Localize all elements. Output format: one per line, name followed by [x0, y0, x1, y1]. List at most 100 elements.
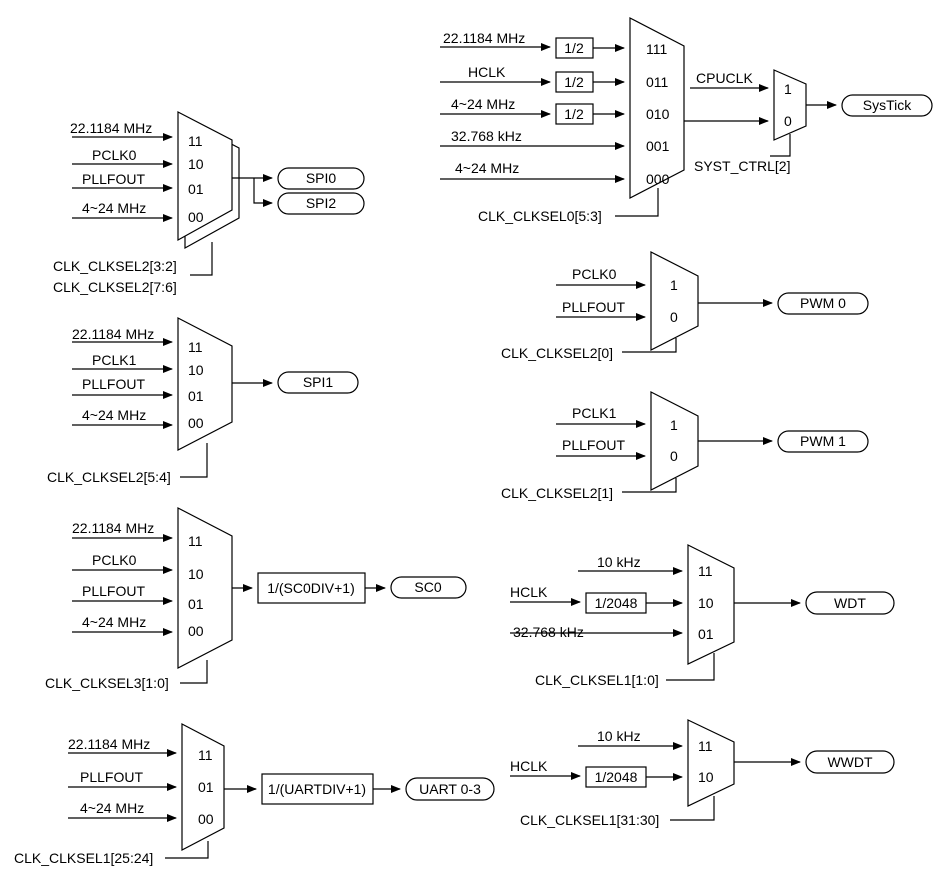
output-label: WDT [834, 595, 866, 611]
port-label: 10 [188, 566, 204, 582]
port-label: 0 [670, 448, 678, 464]
mux-shape [177, 507, 233, 669]
spi0-output [277, 167, 365, 190]
input-label: PCLK1 [572, 405, 617, 421]
port-label: 01 [188, 596, 204, 612]
port-label: 0 [784, 113, 792, 129]
input-label: 4~24 MHz [82, 200, 146, 216]
output-label: SPI0 [306, 170, 337, 186]
mux-shape [687, 544, 735, 665]
input-label: HCLK [468, 64, 506, 80]
port-label: 01 [698, 626, 714, 642]
mux-shape [687, 719, 735, 807]
input-label: PCLK0 [92, 147, 137, 163]
wwdt-output [805, 750, 895, 774]
divider-label: 1/(SC0DIV+1) [267, 580, 355, 596]
uart-clock-mux: 22.1184 MHz PLLFOUT 4~24 MHz 11 01 00 CL… [14, 723, 495, 866]
port-label: 10 [188, 156, 204, 172]
mux-shape [181, 723, 225, 851]
mux-shape [629, 17, 685, 199]
mux-shape [773, 69, 807, 141]
select-label: CLK_CLKSEL1[25:24] [14, 850, 153, 866]
input-label: 22.1184 MHz [68, 736, 150, 752]
port-label: 11 [698, 563, 713, 579]
port-label: 01 [188, 388, 204, 404]
input-label: 4~24 MHz [82, 407, 146, 423]
uart-output [405, 777, 495, 801]
port-label: 11 [198, 747, 213, 763]
port-label: 1 [670, 417, 678, 433]
input-label: PLLFOUT [80, 769, 143, 785]
mux-shape [177, 317, 233, 451]
input-label: PLLFOUT [562, 437, 625, 453]
systick-clock-mux: 22.1184 MHz HCLK 4~24 MHz 32.768 kHz 4~2… [440, 17, 769, 224]
input-label: 10 kHz [597, 554, 641, 570]
select-label: CLK_CLKSEL2[0] [501, 345, 613, 361]
input-label: 22.1184 MHz [443, 30, 525, 46]
input-label: HCLK [510, 584, 548, 600]
sc0-clock-mux: 22.1184 MHz PCLK0 PLLFOUT 4~24 MHz 11 10… [45, 507, 467, 691]
input-label: PLLFOUT [82, 376, 145, 392]
sc0-output [390, 576, 467, 599]
select-label: CLK_CLKSEL2[5:4] [47, 469, 171, 485]
select-label: CLK_CLKSEL1[31:30] [520, 812, 659, 828]
output-label: SysTick [863, 97, 912, 113]
output-label: SC0 [414, 579, 441, 595]
divider-label: 1/2 [564, 74, 584, 90]
input-label: 32.768 kHz [451, 128, 522, 144]
input-label: PCLK0 [572, 266, 617, 282]
port-label: 10 [188, 362, 204, 378]
port-label: 00 [188, 415, 204, 431]
port-label: 00 [188, 623, 204, 639]
input-label: PCLK1 [92, 352, 137, 368]
port-label: 11 [698, 738, 713, 754]
select-label: SYST_CTRL[2] [694, 158, 790, 174]
input-label: 22.1184 MHz [72, 326, 154, 342]
input-label: PLLFOUT [562, 299, 625, 315]
input-label: PLLFOUT [82, 583, 145, 599]
input-label: 4~24 MHz [82, 614, 146, 630]
select-label: CLK_CLKSEL2[7:6] [53, 279, 177, 295]
port-label: 01 [188, 181, 204, 197]
mux-shape [177, 111, 233, 242]
port-label: 11 [188, 339, 203, 355]
mux-shape [650, 251, 699, 351]
port-label: 10 [698, 595, 714, 611]
input-label: HCLK [510, 758, 548, 774]
input-label: PCLK0 [92, 552, 137, 568]
divider-label: 1/(UARTDIV+1) [268, 781, 366, 797]
port-label: 1 [784, 81, 792, 97]
mux-shape [650, 391, 699, 491]
spi1-clock-mux: 22.1184 MHz PCLK1 PLLFOUT 4~24 MHz 11 10… [47, 317, 359, 485]
input-label: 32.768 kHz [513, 624, 584, 640]
wdt-clock-mux: 10 kHz HCLK 32.768 kHz 1/2048 11 10 01 C… [510, 544, 895, 688]
output-label: PWM 0 [800, 295, 846, 311]
input-label: 4~24 MHz [80, 800, 144, 816]
divider-label: 1/2 [564, 106, 584, 122]
input-label: 4~24 MHz [455, 160, 519, 176]
output-label: SPI1 [303, 374, 334, 390]
port-label: 11 [188, 533, 203, 549]
input-label: PLLFOUT [82, 171, 145, 187]
pwm1-output [777, 430, 869, 453]
input-label: 22.1184 MHz [72, 520, 154, 536]
input-label: 22.1184 MHz [70, 120, 152, 136]
spi2-output [277, 192, 365, 215]
output-label: PWM 1 [800, 433, 846, 449]
wwdt-clock-mux: 10 kHz HCLK 1/2048 11 10 CLK_CLKSEL1[31:… [510, 719, 895, 828]
output-label: SPI2 [306, 195, 337, 211]
port-label: 01 [198, 779, 214, 795]
wdt-output [805, 591, 895, 615]
divider-box [261, 773, 374, 805]
port-label: 10 [698, 769, 714, 785]
select-label: CLK_CLKSEL2[3:2] [53, 258, 177, 274]
systick-output [841, 94, 933, 117]
select-label: CLK_CLKSEL0[5:3] [478, 208, 602, 224]
select-label: CLK_CLKSEL3[1:0] [45, 675, 169, 691]
pwm1-clock-mux: PCLK1 PLLFOUT 1 0 CLK_CLKSEL2[1] PWM 1 [501, 391, 869, 501]
input-label: 4~24 MHz [451, 96, 515, 112]
port-label: 010 [646, 106, 670, 122]
divider-label: 1/2048 [595, 595, 638, 611]
pwm0-clock-mux: PCLK0 PLLFOUT 1 0 CLK_CLKSEL2[0] PWM 0 [501, 251, 869, 361]
